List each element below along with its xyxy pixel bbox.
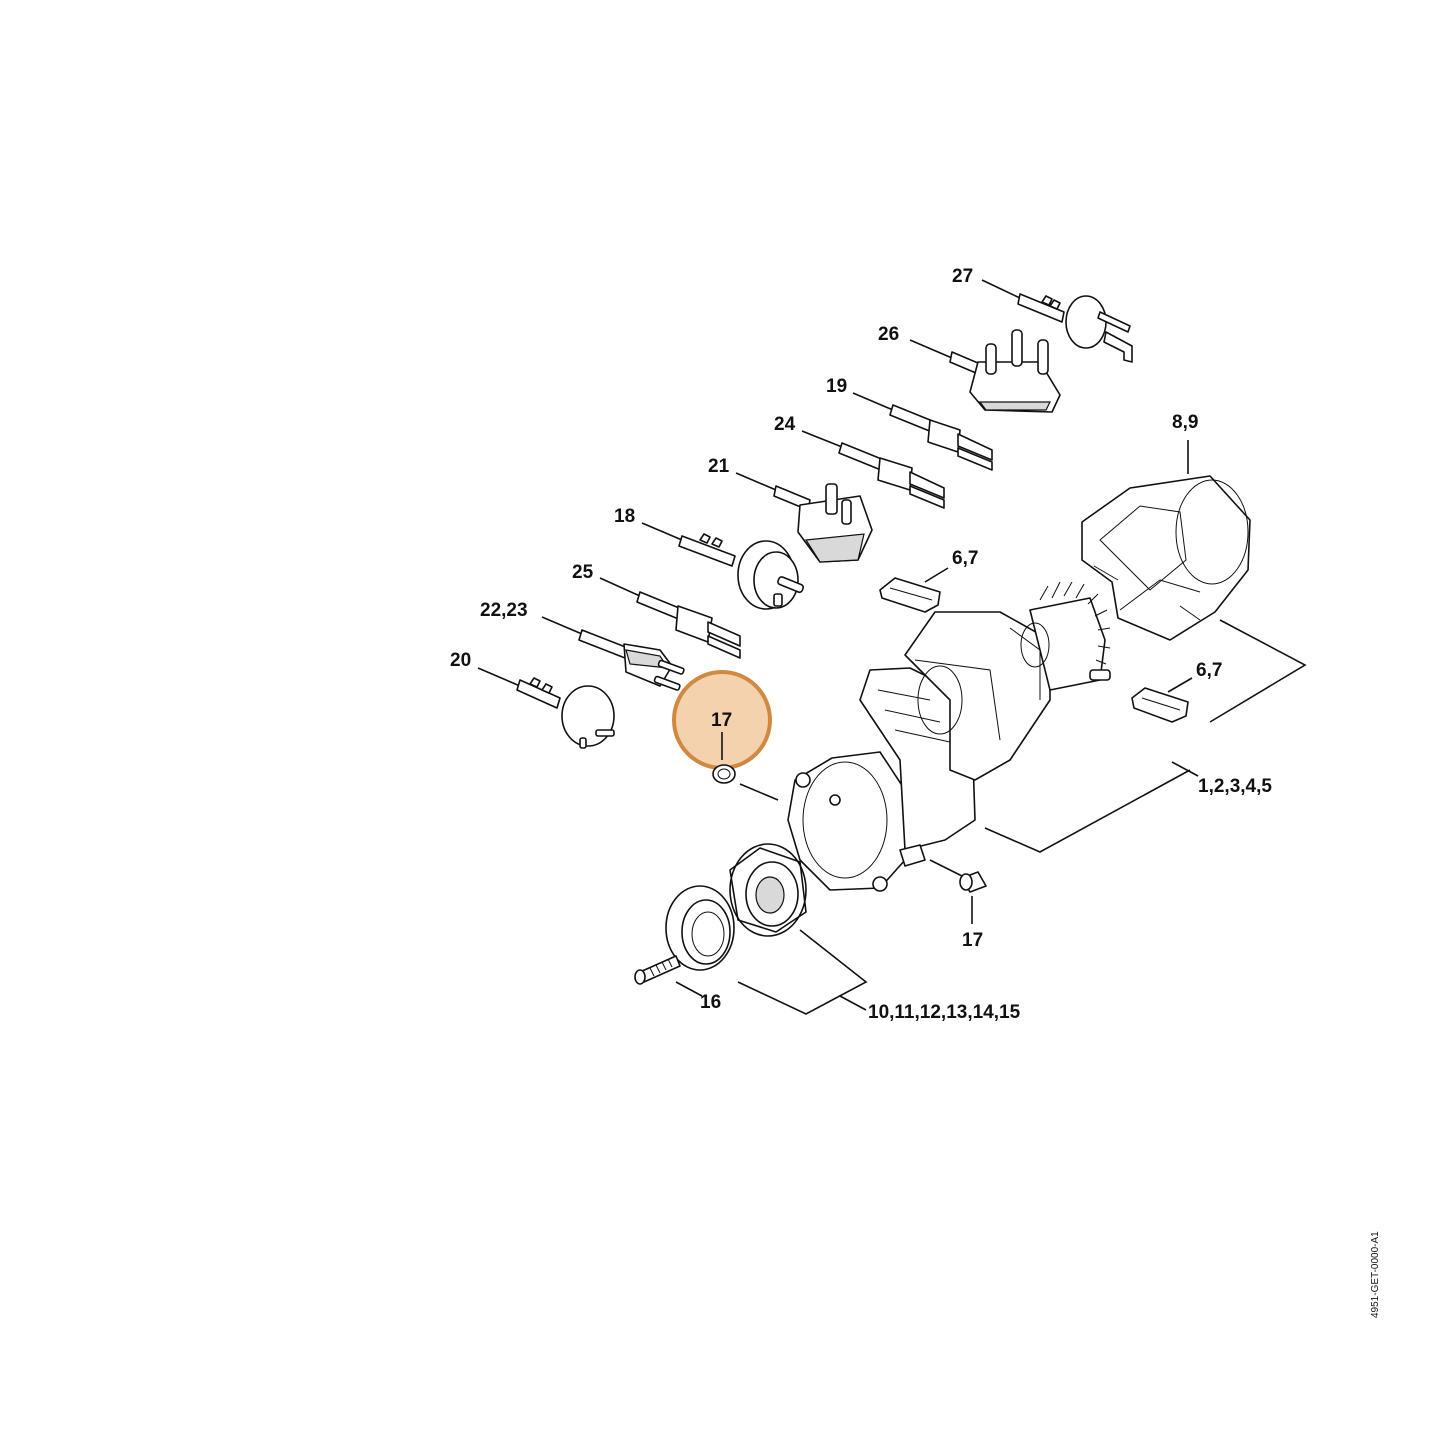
document-code: 4951-GET-0000-A1 <box>1370 1231 1381 1318</box>
bracket-group-10-15 <box>737 929 868 1015</box>
cap-17-lower[interactable] <box>959 871 987 924</box>
label-21: 21 <box>708 456 730 477</box>
label-16: 16 <box>700 992 721 1013</box>
brush-holder-6-7-upper[interactable] <box>879 567 949 613</box>
small-ring-17[interactable] <box>712 764 779 801</box>
plug-18[interactable] <box>641 522 805 610</box>
plug-25[interactable] <box>599 577 741 659</box>
motor-rotor-fan[interactable] <box>1020 581 1111 691</box>
label-22-23: 22,23 <box>480 600 528 621</box>
label-17-lower: 17 <box>962 930 983 951</box>
label-6-7-upper: 6,7 <box>952 548 978 569</box>
label-17-highlight: 17 <box>711 710 732 731</box>
bracket-group-1-5-lower <box>984 769 1191 853</box>
callout-17-highlight[interactable]: 17 <box>672 670 772 770</box>
seal-ring[interactable] <box>665 885 735 971</box>
label-24: 24 <box>774 414 796 435</box>
label-19: 19 <box>826 376 847 397</box>
label-10-15: 10,11,12,13,14,15 <box>868 1002 1021 1023</box>
label-1-5: 1,2,3,4,5 <box>1198 776 1272 797</box>
plug-21[interactable] <box>735 472 873 563</box>
label-18: 18 <box>614 506 635 527</box>
label-27: 27 <box>952 266 973 287</box>
brush-holder-6-7-lower[interactable] <box>1131 677 1193 723</box>
plug-22-23[interactable] <box>541 616 685 691</box>
label-8-9: 8,9 <box>1172 412 1198 433</box>
plug-26[interactable] <box>909 329 1061 413</box>
bracket-group-1-5-upper <box>1209 619 1307 723</box>
plug-27[interactable] <box>981 279 1133 363</box>
plug-19[interactable] <box>852 392 993 471</box>
motor-cover-8-9[interactable] <box>1081 440 1251 641</box>
label-20: 20 <box>450 650 471 671</box>
label-25: 25 <box>572 562 594 583</box>
plug-24[interactable] <box>801 430 945 509</box>
screw-16[interactable] <box>634 955 703 997</box>
label-26: 26 <box>878 324 899 345</box>
bearing-flange[interactable] <box>729 843 807 937</box>
gear-housing[interactable] <box>787 667 976 892</box>
label-6-7-lower: 6,7 <box>1196 660 1222 681</box>
plug-20[interactable] <box>477 667 615 749</box>
